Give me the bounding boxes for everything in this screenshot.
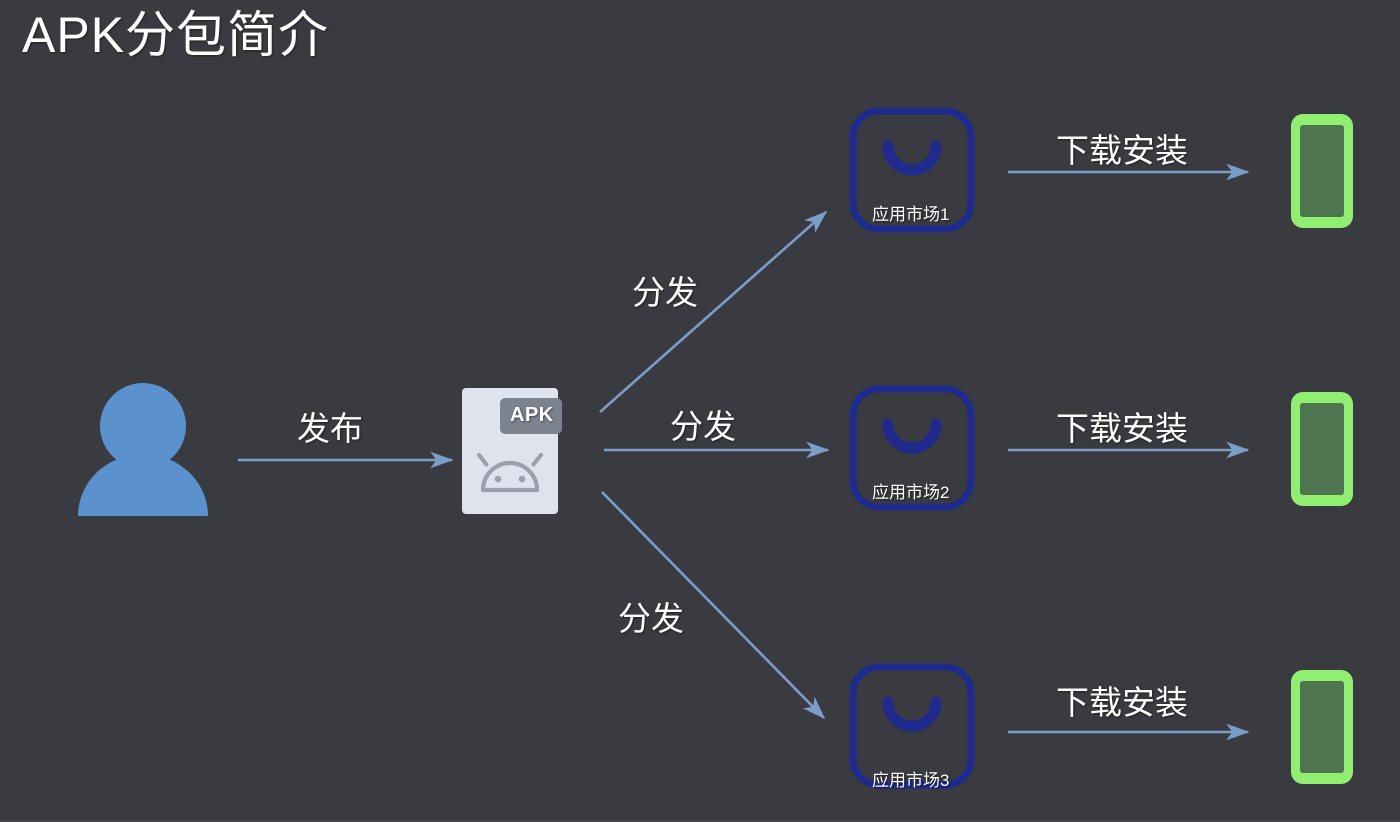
distribute-label-1: 分发: [632, 274, 698, 311]
app-store-2-icon[interactable]: [849, 385, 975, 511]
distribute-arrow-3: [601, 491, 826, 720]
install-label-3: 下载安装: [1056, 684, 1188, 721]
publisher-person-icon: [78, 383, 208, 516]
phone-device-1-icon: [1291, 114, 1353, 228]
distribute-label-3: 分发: [618, 600, 684, 637]
apk-badge-label: APK: [510, 404, 554, 426]
install-label-1: 下载安装: [1056, 132, 1188, 169]
distribute-label-2: 分发: [670, 408, 736, 445]
app-store-3-label: 应用市场3: [872, 771, 950, 790]
slide-bottom-divider: [0, 820, 1400, 822]
publish-label: 发布: [297, 410, 363, 447]
app-store-2-label: 应用市场2: [872, 483, 950, 502]
app-store-1-label: 应用市场1: [872, 205, 950, 224]
phone-device-3-icon: [1291, 670, 1353, 784]
phone-device-2-icon: [1291, 392, 1353, 506]
distribute-arrow-1: [599, 210, 828, 413]
apk-file-icon: [462, 388, 562, 514]
app-store-1-icon[interactable]: [849, 107, 975, 233]
app-store-3-icon[interactable]: [849, 663, 975, 789]
page-title: APK分包简介: [22, 7, 330, 63]
install-label-2: 下载安装: [1056, 410, 1188, 447]
